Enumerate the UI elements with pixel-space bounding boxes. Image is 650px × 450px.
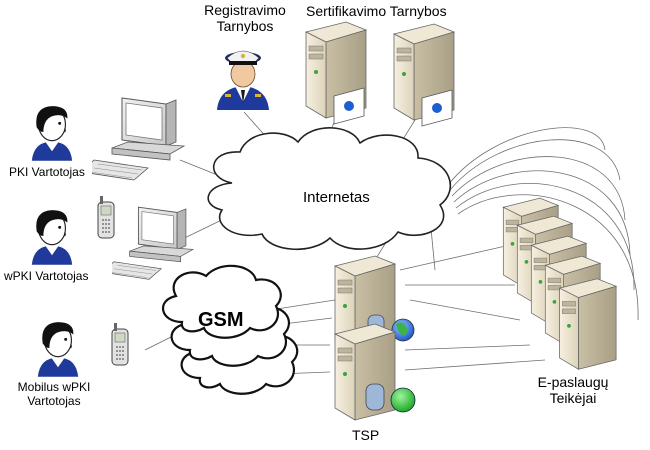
mobile-phone-icon [111, 322, 129, 366]
internet-label: Internetas [303, 189, 370, 206]
registration-label: Registravimo Tarnybos [204, 2, 286, 34]
mobile-user-icon [37, 321, 79, 378]
mobile-user-label-line1: Mobilus wPKI [17, 380, 91, 394]
certification-label: Sertifikavimo Tarnybos [306, 3, 447, 19]
pki-user-icon [31, 105, 73, 162]
gsm-label: GSM [198, 309, 244, 331]
gsm-cloud-icon [161, 264, 299, 395]
wpki-user-icon [31, 209, 73, 266]
wpki-computer-icon [112, 206, 194, 280]
internet-cloud-icon [207, 127, 451, 250]
wpki-user-label: wPKI Vartotojas [4, 269, 89, 283]
eservice-servers-icon [502, 197, 617, 370]
certification-server-1-icon [305, 21, 367, 125]
registration-label-line2: Tarnybos [216, 18, 274, 35]
mobile-user-label: Mobilus wPKI Vartotojas [17, 380, 91, 409]
pki-computer-icon [92, 97, 185, 181]
certification-server-2-icon [393, 23, 455, 127]
tsp-label: TSP [352, 427, 380, 443]
pki-user-label: PKI Vartotojas [9, 165, 85, 179]
registration-label-line1: Registravimo [204, 2, 286, 18]
officer-icon [217, 50, 269, 110]
tsp-server-2-icon [334, 323, 416, 421]
mobile-user-label-line2: Vartotojas [27, 393, 81, 408]
eservices-label: E-paslaugų Teikėjai [538, 374, 609, 406]
wpki-phone-icon [97, 196, 115, 239]
eservices-label-line2: Teikėjai [549, 390, 597, 407]
eservices-label-line1: E-paslaugų [537, 374, 609, 390]
